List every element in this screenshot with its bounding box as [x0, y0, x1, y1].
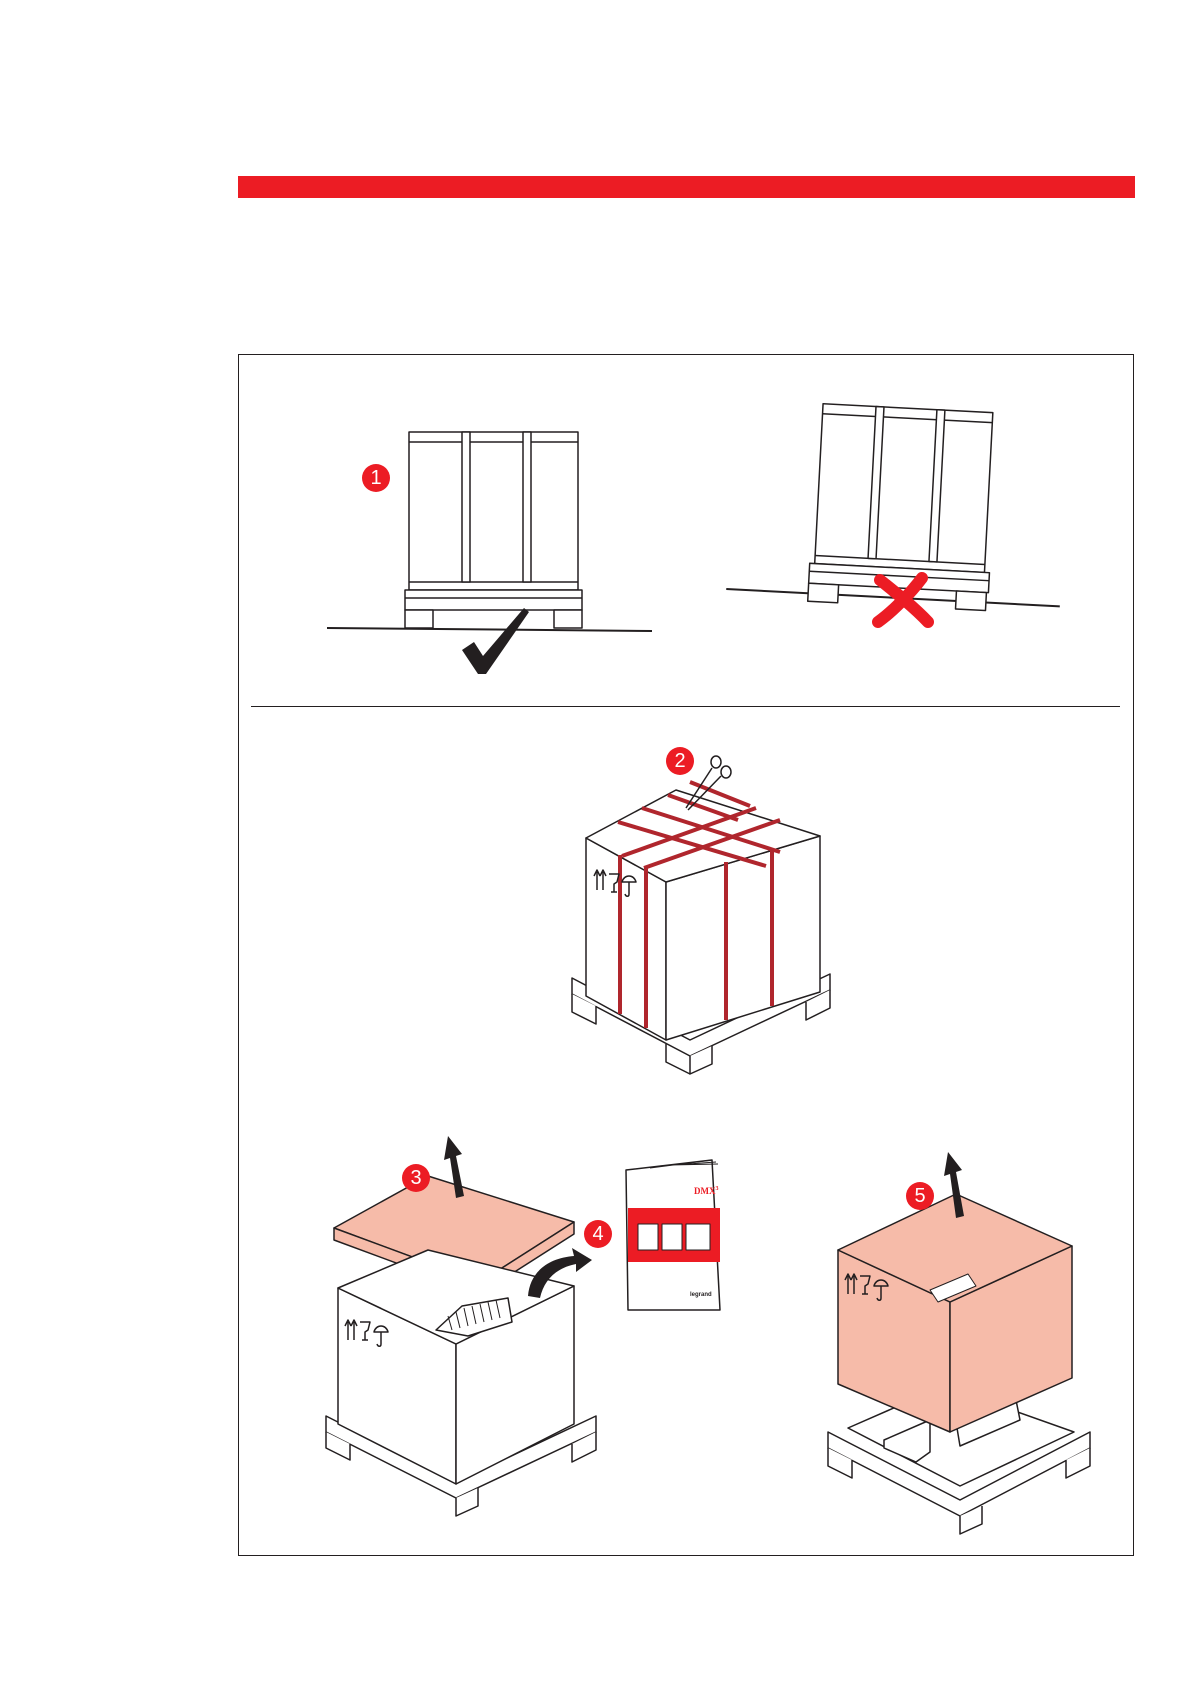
booklet-brand: DMX3	[694, 1186, 719, 1196]
level-pallet-illustration	[327, 432, 652, 631]
sleeve-lift-illustration	[828, 1194, 1090, 1534]
instruction-booklet	[626, 1160, 720, 1310]
step-5-badge: 5	[906, 1182, 934, 1210]
step-1-badge: 1	[362, 464, 390, 492]
step-2-badge: 2	[666, 747, 694, 775]
open-crate-illustration	[326, 1176, 596, 1516]
strapped-crate-illustration	[572, 782, 830, 1074]
step-4-badge: 4	[584, 1220, 612, 1248]
tilted-pallet-illustration	[726, 399, 1070, 614]
booklet-logo: legrand	[690, 1292, 712, 1298]
check-mark-icon	[462, 608, 529, 674]
step-3-badge: 3	[402, 1164, 430, 1192]
